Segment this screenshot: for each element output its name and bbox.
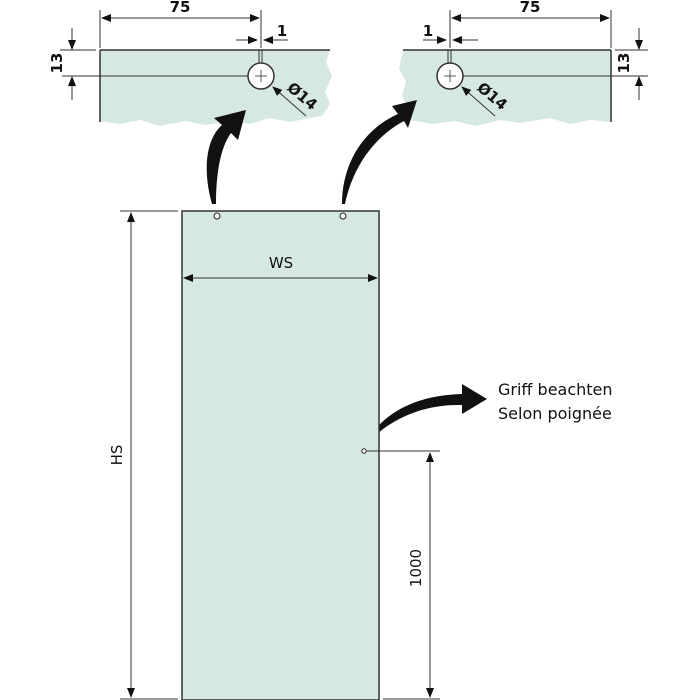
dim-handle-height-label: 1000 [407, 549, 425, 587]
glass-panel [181, 210, 380, 700]
pointer-arrow-left [206, 110, 246, 204]
handle-note-line2: Selon poignée [498, 404, 612, 423]
dim-depth-label: 13 [48, 53, 66, 74]
dim-width-label: WS [269, 254, 293, 272]
panel-body [181, 210, 380, 700]
top-hole-left [213, 212, 221, 220]
dim-depth-label: 13 [615, 53, 633, 74]
handle-note-line1: Griff beachten [498, 380, 613, 399]
pointer-arrow-handle [366, 384, 487, 442]
dim-offset-label: 75 [170, 0, 191, 16]
glass-fragment-left [100, 50, 332, 126]
detail-left: 75 1 13 Ø14 [48, 0, 332, 126]
dim-gap-label: 1 [423, 22, 433, 40]
pointer-arrow-right [342, 100, 417, 204]
dim-height-label: HS [108, 445, 126, 466]
dim-gap-label: 1 [277, 22, 287, 40]
hole-leader [272, 86, 307, 117]
handle-hole [361, 448, 367, 454]
hole-leader [461, 86, 496, 117]
detail-right: 75 1 13 Ø14 [399, 0, 648, 126]
glass-fragment-right [399, 50, 611, 126]
top-hole-right [339, 212, 347, 220]
dim-offset-label: 75 [520, 0, 541, 16]
